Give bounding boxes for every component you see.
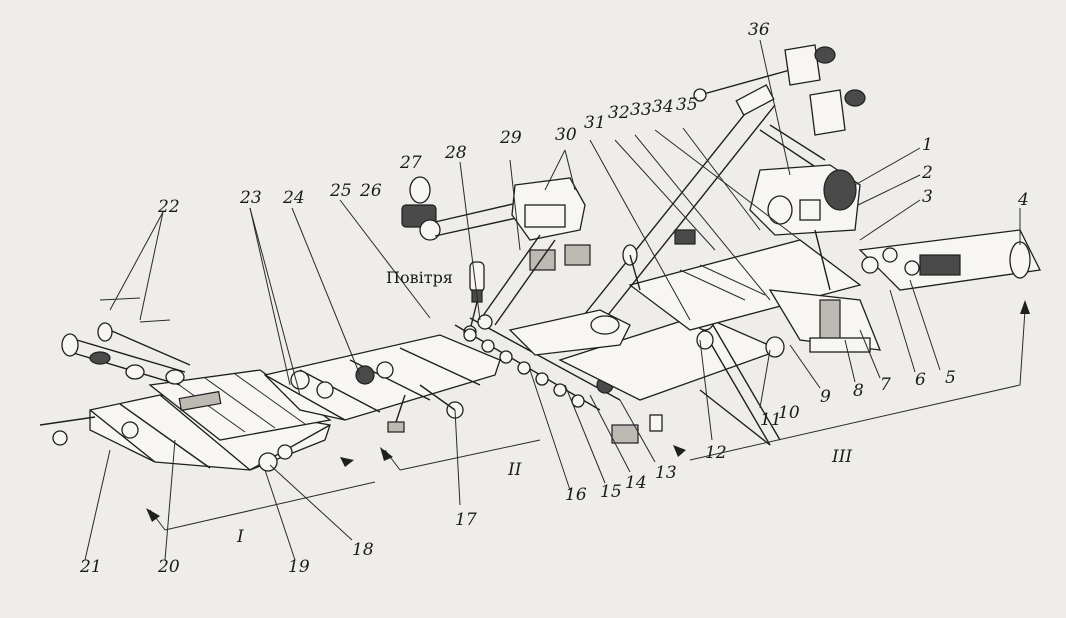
roller-group-22 [61,297,191,386]
roller-line-13-16 [454,317,663,444]
callout-9: 9 [820,387,831,407]
callout-15: 15 [600,482,622,502]
callout-5: 5 [945,368,956,388]
callout-14: 14 [625,473,647,493]
callout-23: 23 [239,188,262,208]
leader-lines [84,39,1021,561]
callout-33: 33 [630,100,652,120]
callout-1: 1 [922,135,933,155]
air-label: Повітря [386,268,453,287]
callout-16: 16 [565,485,587,505]
callout-21: 21 [79,557,102,577]
section-three-frame [558,229,1041,446]
zone-label-1: I [236,527,244,547]
callout-10: 10 [778,403,800,423]
callout-31: 31 [584,113,606,133]
callout-13: 13 [655,463,677,483]
callout-12: 12 [705,443,727,463]
section-two-frame [263,334,501,433]
callout-4: 4 [1017,190,1029,210]
callout-27: 27 [399,153,422,173]
callout-2: 2 [921,163,933,183]
callout-34: 34 [652,97,674,117]
callout-3: 3 [922,187,933,207]
callout-11: 11 [760,410,782,430]
zone-label-2: II [507,460,522,480]
callout-19: 19 [288,557,310,577]
callout-29: 29 [499,128,522,148]
callout-6: 6 [915,370,926,390]
section-one-frame [39,369,332,472]
callout-20: 20 [157,557,180,577]
callout-17: 17 [455,510,477,530]
callout-18: 18 [352,540,374,560]
zone-label-3: III [831,447,852,467]
callout-22: 22 [157,197,180,217]
callout-30: 30 [555,125,577,145]
flow-arrows [146,300,1030,531]
callout-26: 26 [359,181,382,201]
callout-36: 36 [748,20,770,40]
callout-25: 25 [329,181,352,201]
callout-7: 7 [880,375,891,395]
callout-24: 24 [282,188,305,208]
drive-unit-1-2 [749,164,861,291]
callout-32: 32 [608,103,630,123]
inclined-conveyor [579,44,866,326]
flat-conveyor [508,229,696,356]
motor-group-26-30 [401,176,591,330]
callout-35: 35 [676,95,698,115]
callout-8: 8 [853,381,864,401]
callout-28: 28 [444,143,467,163]
